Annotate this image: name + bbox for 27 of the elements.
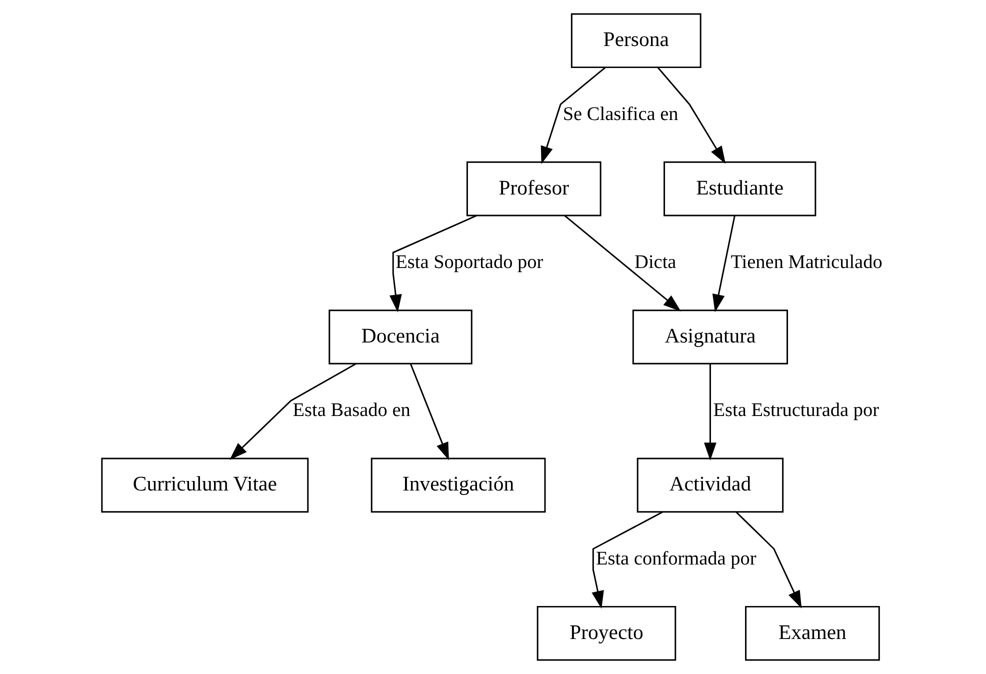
- arrow: [564, 215, 680, 312]
- arrow: [712, 215, 735, 312]
- node-box: Examen: [744, 606, 880, 661]
- edge-label: Esta Soportado por: [395, 252, 543, 273]
- edge-label: Esta Basado en: [292, 400, 410, 422]
- arrow: [656, 66, 726, 164]
- arrow: [591, 511, 662, 609]
- arrow: [540, 66, 606, 164]
- arrow: [735, 511, 802, 609]
- node-box: Curriculum Vitae: [100, 458, 308, 513]
- node-box: Proyecto: [536, 606, 676, 661]
- node-box: Persona: [570, 13, 701, 68]
- node-box: Asignatura: [632, 310, 788, 364]
- arrow: [388, 214, 476, 312]
- arrow: [703, 364, 716, 460]
- edge-label: Tienen Matriculado: [730, 252, 882, 273]
- node-box: Docencia: [328, 310, 472, 364]
- node-box: Estudiante: [663, 161, 816, 216]
- node-box: Actividad: [636, 458, 784, 513]
- node-box: Investigación: [370, 458, 546, 513]
- node-box: Profesor: [466, 161, 601, 216]
- edge-label: Dicta: [634, 252, 676, 273]
- edge-label: Esta Estructurada por: [712, 400, 879, 422]
- edge-label: Se Clasifica en: [562, 104, 678, 125]
- arrow: [229, 363, 356, 460]
- arrow: [409, 364, 448, 460]
- edge-label: Esta conformada por: [595, 548, 756, 570]
